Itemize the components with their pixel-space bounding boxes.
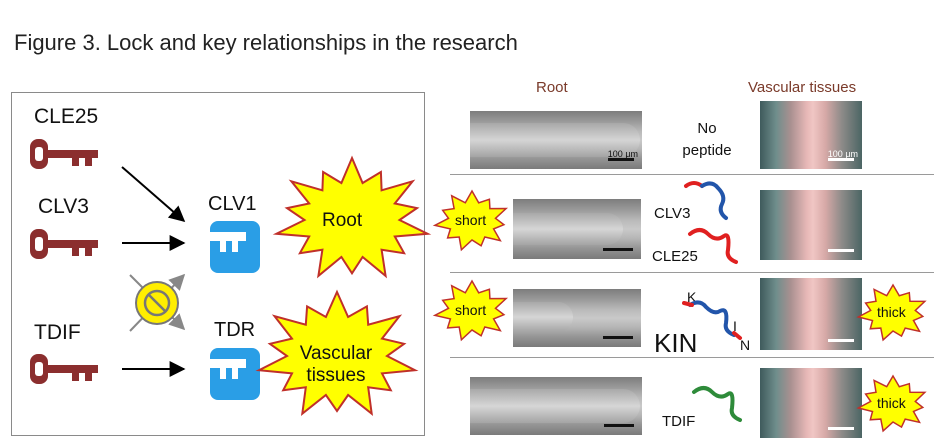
vascular-micrograph-row-1: 100 μm bbox=[760, 101, 862, 169]
scale-label-root: 100 μm bbox=[607, 149, 638, 159]
badge-label-short-row-3: short bbox=[455, 302, 487, 318]
starburst-root bbox=[272, 155, 432, 279]
badge-label-short-row-2: short bbox=[455, 212, 487, 228]
row-divider-2 bbox=[450, 272, 934, 273]
key-icon-tdif bbox=[30, 354, 98, 384]
peptide-squiggle-tdif bbox=[692, 386, 742, 422]
peptide-squiggle-clv3 bbox=[700, 181, 728, 220]
vascular-micrograph-row-4 bbox=[760, 368, 862, 438]
badge-label-thick-row-4: thick bbox=[877, 395, 906, 411]
residue-label-k: K bbox=[687, 289, 697, 305]
key-icon-cle25 bbox=[30, 139, 98, 169]
lock-icon-clv1 bbox=[210, 221, 260, 273]
badge-label-thick-row-3: thick bbox=[877, 304, 906, 320]
peptide-label-kin: KIN bbox=[654, 328, 698, 358]
row-divider-3 bbox=[450, 357, 934, 358]
lock-icon-tdr bbox=[210, 348, 260, 400]
figure-title: Figure 3. Lock and key relationships in … bbox=[14, 30, 518, 55]
diagram-graphics bbox=[30, 139, 432, 417]
starburst-vascular bbox=[255, 289, 419, 417]
lock-key-diagram: CLE25 CLV3 TDIF CLV1 TDR Root Vascular t… bbox=[11, 92, 432, 436]
receptor-label-clv1: CLV1 bbox=[208, 193, 257, 215]
column-header-root: Root bbox=[536, 79, 568, 96]
column-header-vascular: Vascular tissues bbox=[748, 79, 857, 96]
peptide-squiggle-clv3-red-end bbox=[684, 181, 704, 188]
key-label-clv3: CLV3 bbox=[38, 195, 89, 218]
receptor-label-tdr: TDR bbox=[214, 319, 256, 341]
vascular-micrograph-row-2 bbox=[760, 190, 862, 260]
root-micrograph-row-4 bbox=[470, 377, 642, 435]
key-label-tdif: TDIF bbox=[34, 321, 81, 344]
prohibited-icon bbox=[135, 281, 179, 325]
peptide-label-cle25: CLE25 bbox=[652, 248, 698, 265]
root-micrograph-row-3 bbox=[513, 289, 641, 347]
key-icon-clv3 bbox=[30, 229, 98, 259]
root-micrograph-row-2 bbox=[513, 199, 641, 259]
residue-label-i: I bbox=[733, 318, 737, 334]
outcome-label-root: Root bbox=[322, 210, 363, 231]
row-divider-1 bbox=[450, 174, 934, 175]
peptide-label-tdif: TDIF bbox=[662, 413, 696, 430]
residue-label-n: N bbox=[740, 337, 751, 353]
peptide-label-clv3: CLV3 bbox=[654, 205, 691, 222]
outcome-label-vascular: Vascular tissues bbox=[299, 343, 373, 386]
root-micrograph-row-1: 100 μm bbox=[470, 111, 642, 169]
scale-label-vascular: 100 μm bbox=[827, 149, 858, 159]
arrow-cle25-clv1 bbox=[121, 166, 186, 223]
key-label-cle25: CLE25 bbox=[34, 105, 99, 128]
no-peptide-text: No peptide bbox=[682, 120, 732, 159]
vascular-micrograph-row-3 bbox=[760, 278, 862, 350]
